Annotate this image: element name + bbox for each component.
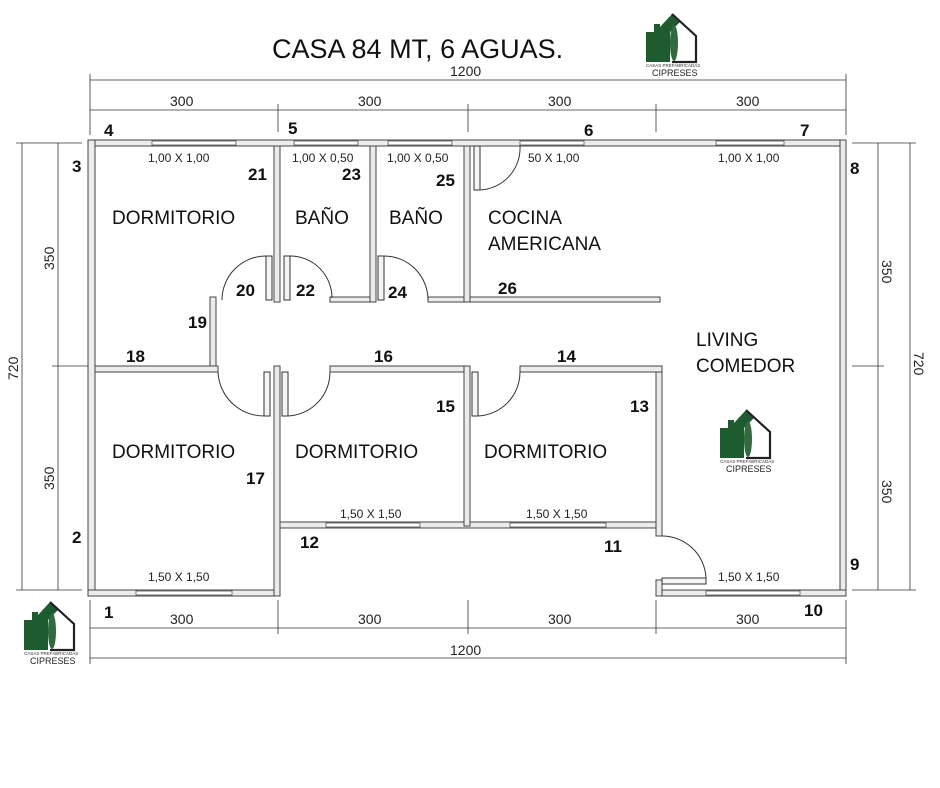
window-label: 50 X 1,00 — [528, 151, 580, 165]
dim-bottom-1: 300 — [170, 611, 194, 627]
point-20: 20 — [236, 281, 255, 300]
room-bano-2: BAÑO — [389, 207, 443, 229]
svg-text:CIPRESES: CIPRESES — [30, 656, 76, 666]
point-24: 24 — [388, 283, 407, 302]
svg-text:CASAS PREFABRICADAS: CASAS PREFABRICADAS — [720, 459, 774, 464]
point-15: 15 — [436, 397, 455, 416]
window-label: 1,50 X 1,50 — [340, 507, 402, 521]
dim-total-top: 1200 — [450, 63, 481, 79]
point-5: 5 — [288, 119, 297, 138]
point-9: 9 — [850, 555, 859, 574]
dimension-lines — [16, 74, 916, 664]
point-7: 7 — [800, 121, 809, 140]
point-11: 11 — [604, 537, 622, 556]
point-21: 21 — [248, 165, 267, 184]
dim-left-2: 350 — [41, 466, 57, 490]
point-19: 19 — [188, 313, 207, 332]
windows — [135, 140, 801, 596]
svg-text:CIPRESES: CIPRESES — [726, 464, 772, 474]
point-25: 25 — [436, 171, 455, 190]
room-dormitorio-bm: DORMITORIO — [295, 442, 418, 463]
logo-center: CASAS PREFABRICADAS CIPRESES — [718, 408, 774, 474]
plan-title: CASA 84 MT, 6 AGUAS. — [272, 34, 563, 64]
point-1: 1 — [104, 603, 113, 622]
dim-bottom-3: 300 — [548, 611, 572, 627]
window-label: 1,50 X 1,50 — [148, 570, 210, 584]
point-3: 3 — [72, 157, 81, 176]
point-17: 17 — [246, 469, 265, 488]
svg-text:CASAS PREFABRICADAS: CASAS PREFABRICADAS — [646, 63, 700, 68]
point-13: 13 — [630, 397, 649, 416]
doors — [217, 145, 707, 585]
logo-bottom-left: CASAS PREFABRICADAS CIPRESES — [22, 600, 78, 666]
room-dormitorio-br: DORMITORIO — [484, 442, 607, 463]
dim-top-4: 300 — [736, 93, 760, 109]
dim-right-2: 350 — [879, 480, 895, 504]
dim-right-total: 720 — [911, 352, 927, 376]
room-bano-1: BAÑO — [295, 207, 349, 229]
room-cocina-2: AMERICANA — [488, 234, 601, 255]
window-label: 1,00 X 0,50 — [292, 151, 354, 165]
point-10: 10 — [804, 601, 823, 620]
svg-text:CASAS PREFABRICADAS: CASAS PREFABRICADAS — [24, 651, 78, 656]
window-label: 1,00 X 0,50 — [387, 151, 449, 165]
dim-top-1: 300 — [170, 93, 194, 109]
dim-left-1: 350 — [41, 246, 57, 270]
room-dormitorio-top: DORMITORIO — [112, 208, 235, 229]
dim-bottom-4: 300 — [736, 611, 760, 627]
point-4: 4 — [104, 121, 114, 140]
window-label: 1,00 X 1,00 — [148, 151, 210, 165]
point-8: 8 — [850, 159, 859, 178]
room-living-1: LIVING — [696, 330, 758, 351]
dim-right-1: 350 — [879, 260, 895, 284]
point-22: 22 — [296, 281, 315, 300]
point-14: 14 — [557, 347, 576, 366]
window-label: 1,00 X 1,00 — [718, 151, 780, 165]
point-6: 6 — [584, 121, 593, 140]
point-16: 16 — [374, 347, 393, 366]
point-12: 12 — [300, 533, 319, 552]
dim-top-2: 300 — [358, 93, 382, 109]
point-18: 18 — [126, 347, 145, 366]
dim-bottom-2: 300 — [358, 611, 382, 627]
point-2: 2 — [72, 528, 81, 547]
window-label: 1,50 X 1,50 — [526, 507, 588, 521]
dim-total-bottom: 1200 — [450, 642, 481, 658]
room-cocina-1: COCINA — [488, 208, 562, 229]
room-dormitorio-bl: DORMITORIO — [112, 442, 235, 463]
svg-text:CIPRESES: CIPRESES — [652, 68, 698, 78]
point-23: 23 — [342, 165, 361, 184]
room-living-2: COMEDOR — [696, 356, 795, 377]
point-26: 26 — [498, 279, 517, 298]
window-label: 1,50 X 1,50 — [718, 570, 780, 584]
dim-left-total: 720 — [5, 356, 21, 380]
logo-top: CASAS PREFABRICADAS CIPRESES — [644, 12, 700, 78]
dim-top-3: 300 — [548, 93, 572, 109]
